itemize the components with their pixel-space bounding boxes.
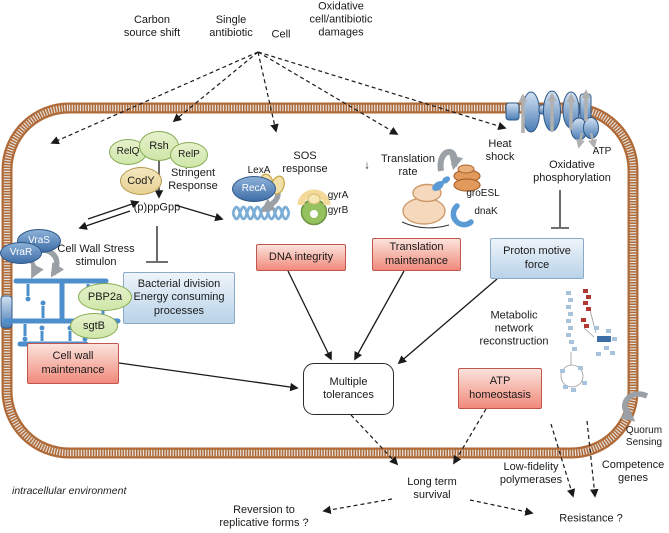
low-fidelity-polymerases-label: Low-fidelity polymerases [499,461,563,486]
competence-genes-label: Competence genes [601,459,665,484]
dna-integrity-box: DNA integrity [256,244,346,271]
oxphos-inhibition-bar [551,190,569,229]
intracellular-environment-label: intracellular environment [12,485,127,497]
ppgpp-label: (p)ppGpp [133,201,181,214]
translation-maintenance-box: Translation maintenance [372,238,461,271]
quorum-sensing-arrow [619,391,649,422]
stress-arrows [50,51,507,145]
pbp2a-protein: PBP2a [78,283,132,311]
membrane-proteins-icon [505,90,580,133]
sgtb-protein: sgtB [70,313,118,339]
reversion-label: Reversion to replicative forms ? [219,504,309,529]
groesl-icon [453,164,481,192]
oxidative-phosphorylation-label: Oxidative phosphorylation [533,159,611,184]
translation-rate-label: Translation rate [380,153,436,178]
cell-label: Cell [271,28,291,41]
vrar-protein: VraR [0,242,42,264]
ribosome-icon [401,176,451,229]
long-term-survival-label: Long term survival [407,476,457,501]
cell-wall-stimulon-label: Cell Wall Stress stimulon [57,243,135,268]
sos-response-label: SOS response [282,150,328,175]
metabolic-network-icon [560,289,617,392]
gyrase-icon [297,189,331,226]
relp-protein: RelP [170,142,208,168]
metabolic-network-label: Metabolic network reconstruction [479,309,549,348]
tolerance-arrows [118,270,498,392]
gyrb-label: gyrB [327,205,349,217]
groesl-label: groESL [466,188,500,200]
multiple-tolerances-box: Multiple tolerances [303,363,394,415]
down-arrow-icon: ↓ [364,159,370,172]
stringent-response-label: Stringent Response [168,167,218,192]
cody-protein: CodY [120,167,162,195]
atp-synthase-icon [570,93,599,141]
cell-wall-maintenance-box: Cell wall maintenance [27,343,119,384]
dna-helix-icon [231,205,291,221]
outcome-arrows [322,408,599,516]
heat-shock-label: Heat shock [485,138,515,163]
dnak-icon [450,203,474,228]
atp-label: ATP [592,146,612,158]
cell-membrane-icon [1,102,639,459]
carbon-source-label: Carbon source shift [123,14,181,39]
quorum-sensing-label: Quorum Sensing [625,425,663,448]
proton-motive-force-box: Proton motive force [490,238,584,279]
resistance-label: Resistance ? [559,512,623,525]
oxidative-damage-label: Oxidative cell/antibiotic damages [309,0,373,39]
reca-protein: RecA [232,176,276,202]
single-antibiotic-label: Single antibiotic [209,14,253,39]
stringent-arrows [78,160,224,263]
heat-shock-arrow [437,148,464,172]
proton-flux-arrows [518,89,597,149]
dnak-label: dnaK [474,206,498,218]
atp-homeostasis-box: ATP homeostasis [458,368,542,409]
bacterial-division-box: Bacterial division Energy consuming proc… [123,272,235,324]
gyra-label: gyrA [327,190,349,202]
lexa-label: LexA [247,165,271,177]
